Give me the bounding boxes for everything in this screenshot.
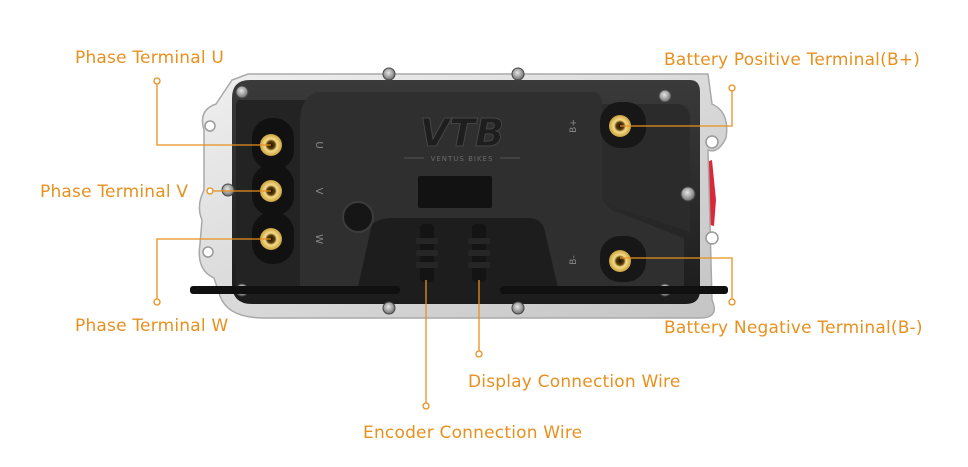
wire-channel <box>356 218 560 296</box>
bolt-icon <box>658 89 672 103</box>
label-phase-v: Phase Terminal V <box>40 182 189 202</box>
bolt-icon <box>511 67 525 81</box>
display-window <box>418 176 492 208</box>
label-phase-u: Phase Terminal U <box>75 48 225 68</box>
cable-left <box>190 286 400 294</box>
leader-phase-u <box>156 81 271 146</box>
leader-dot <box>728 298 736 306</box>
bolt-icon <box>221 183 235 197</box>
label-phase-w: Phase Terminal W <box>75 316 229 336</box>
bolt-icon <box>382 67 396 81</box>
label-battery-neg: Battery Negative Terminal(B-) <box>664 318 923 338</box>
bolt-icon <box>235 85 249 99</box>
bolt-icon <box>511 301 525 315</box>
leader-phase-w <box>156 238 271 302</box>
mark-u: U <box>313 141 324 148</box>
leader-battery-neg <box>620 257 733 302</box>
leader-dot <box>153 77 161 85</box>
leader-dot <box>206 187 214 195</box>
plate-hole-left <box>204 120 216 132</box>
leader-dot <box>422 402 430 410</box>
callout-dots <box>153 77 736 410</box>
bolt-icon <box>382 301 396 315</box>
plate-hole-right-top <box>705 135 719 149</box>
mark-bminus: B- <box>569 255 579 264</box>
brand-subtitle: VENTUS BIKES <box>431 155 494 163</box>
leader-battery-pos <box>620 88 733 127</box>
encoder-wire-connector <box>416 224 438 282</box>
push-button <box>342 201 374 233</box>
leader-dot <box>153 298 161 306</box>
leader-dot <box>728 84 736 92</box>
plate-hole-left-bottom <box>202 246 214 258</box>
mark-w: W <box>313 234 324 244</box>
callout-leaders <box>156 81 733 406</box>
cable-right <box>500 286 728 294</box>
mark-v: V <box>313 188 324 195</box>
terminal-bminus <box>609 250 631 272</box>
display-wire-connector <box>468 224 490 282</box>
label-battery-pos: Battery Positive Terminal(B+) <box>664 50 921 70</box>
brand-logo: VTB <box>420 111 504 155</box>
bolt-icon <box>680 186 696 202</box>
plate-hole-right-bottom <box>705 231 719 245</box>
label-encoder-wire: Encoder Connection Wire <box>363 423 583 443</box>
label-display-wire: Display Connection Wire <box>468 372 681 392</box>
leader-dot <box>475 350 483 358</box>
mark-bplus: B+ <box>569 119 579 133</box>
